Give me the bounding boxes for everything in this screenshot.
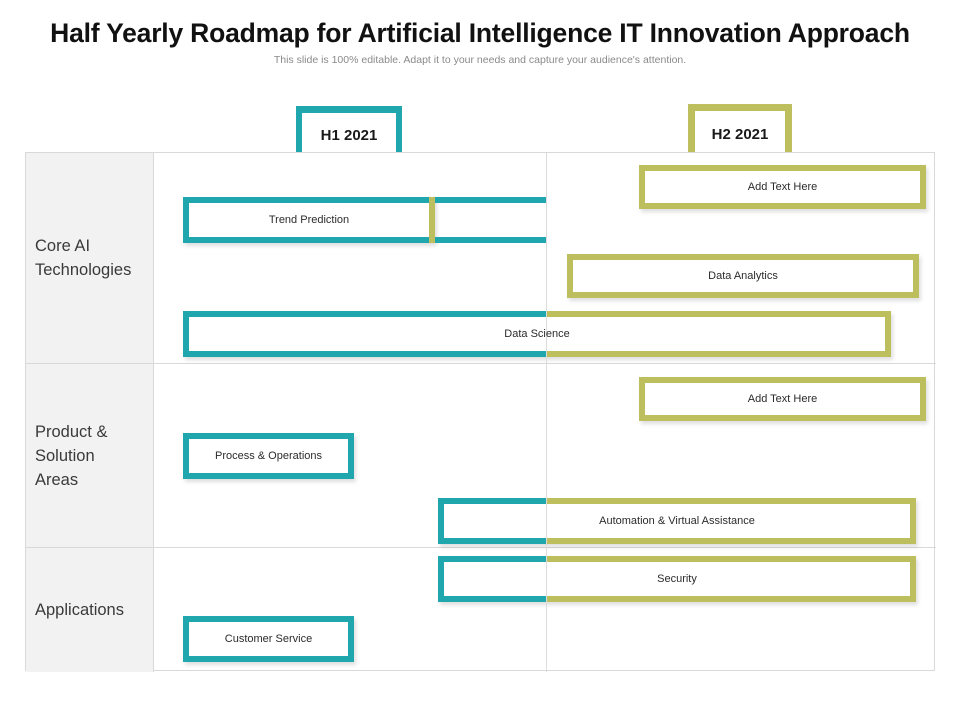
slide-subtitle: This slide is 100% editable. Adapt it to…	[273, 54, 687, 66]
row-label-cell-2: Applications	[26, 548, 154, 672]
task-bar-h1-segment	[183, 311, 546, 357]
period-badge-h2[interactable]: H2 2021	[688, 104, 792, 152]
task-bar[interactable]: Data Science	[183, 311, 891, 357]
task-bar-h1-segment	[438, 498, 546, 544]
task-bar-h1-segment	[183, 197, 546, 243]
half-year-divider	[546, 153, 547, 672]
task-bar-label: Automation & Virtual Assistance	[599, 515, 755, 527]
task-bar[interactable]: Process & Operations	[183, 433, 354, 479]
task-bar[interactable]: Data Analytics	[567, 254, 919, 298]
task-bar-h2-segment	[546, 311, 891, 357]
period-badge-h1-label: H1 2021	[320, 127, 378, 144]
task-bar-h2-segment	[429, 197, 435, 243]
period-badge-h1[interactable]: H1 2021	[296, 106, 402, 152]
task-bar-label: Process & Operations	[215, 450, 322, 462]
row-label-text: Applications	[35, 601, 124, 619]
task-bar[interactable]: Security	[438, 556, 916, 602]
task-bar-label: Add Text Here	[747, 393, 818, 405]
task-bar-label: Trend Prediction	[268, 214, 350, 226]
period-badge-h2-label: H2 2021	[711, 126, 769, 143]
task-bar[interactable]: Add Text Here	[639, 165, 926, 209]
task-bar-label: Data Analytics	[708, 270, 778, 282]
page-title: Half Yearly Roadmap for Artificial Intel…	[50, 18, 910, 48]
task-bar[interactable]: Customer Service	[183, 616, 354, 662]
task-bar-label: Data Science	[504, 328, 570, 340]
task-bar-h1-segment	[438, 556, 546, 602]
task-bar-label: Security	[657, 573, 697, 585]
task-bar[interactable]: Add Text Here	[639, 377, 926, 421]
task-bar-label: Customer Service	[224, 633, 313, 645]
task-bar-label: Add Text Here	[747, 181, 818, 193]
task-bar[interactable]: Automation & Virtual Assistance	[438, 498, 916, 544]
task-bar-h2-segment	[546, 556, 916, 602]
task-bar[interactable]: Trend Prediction	[183, 197, 546, 243]
